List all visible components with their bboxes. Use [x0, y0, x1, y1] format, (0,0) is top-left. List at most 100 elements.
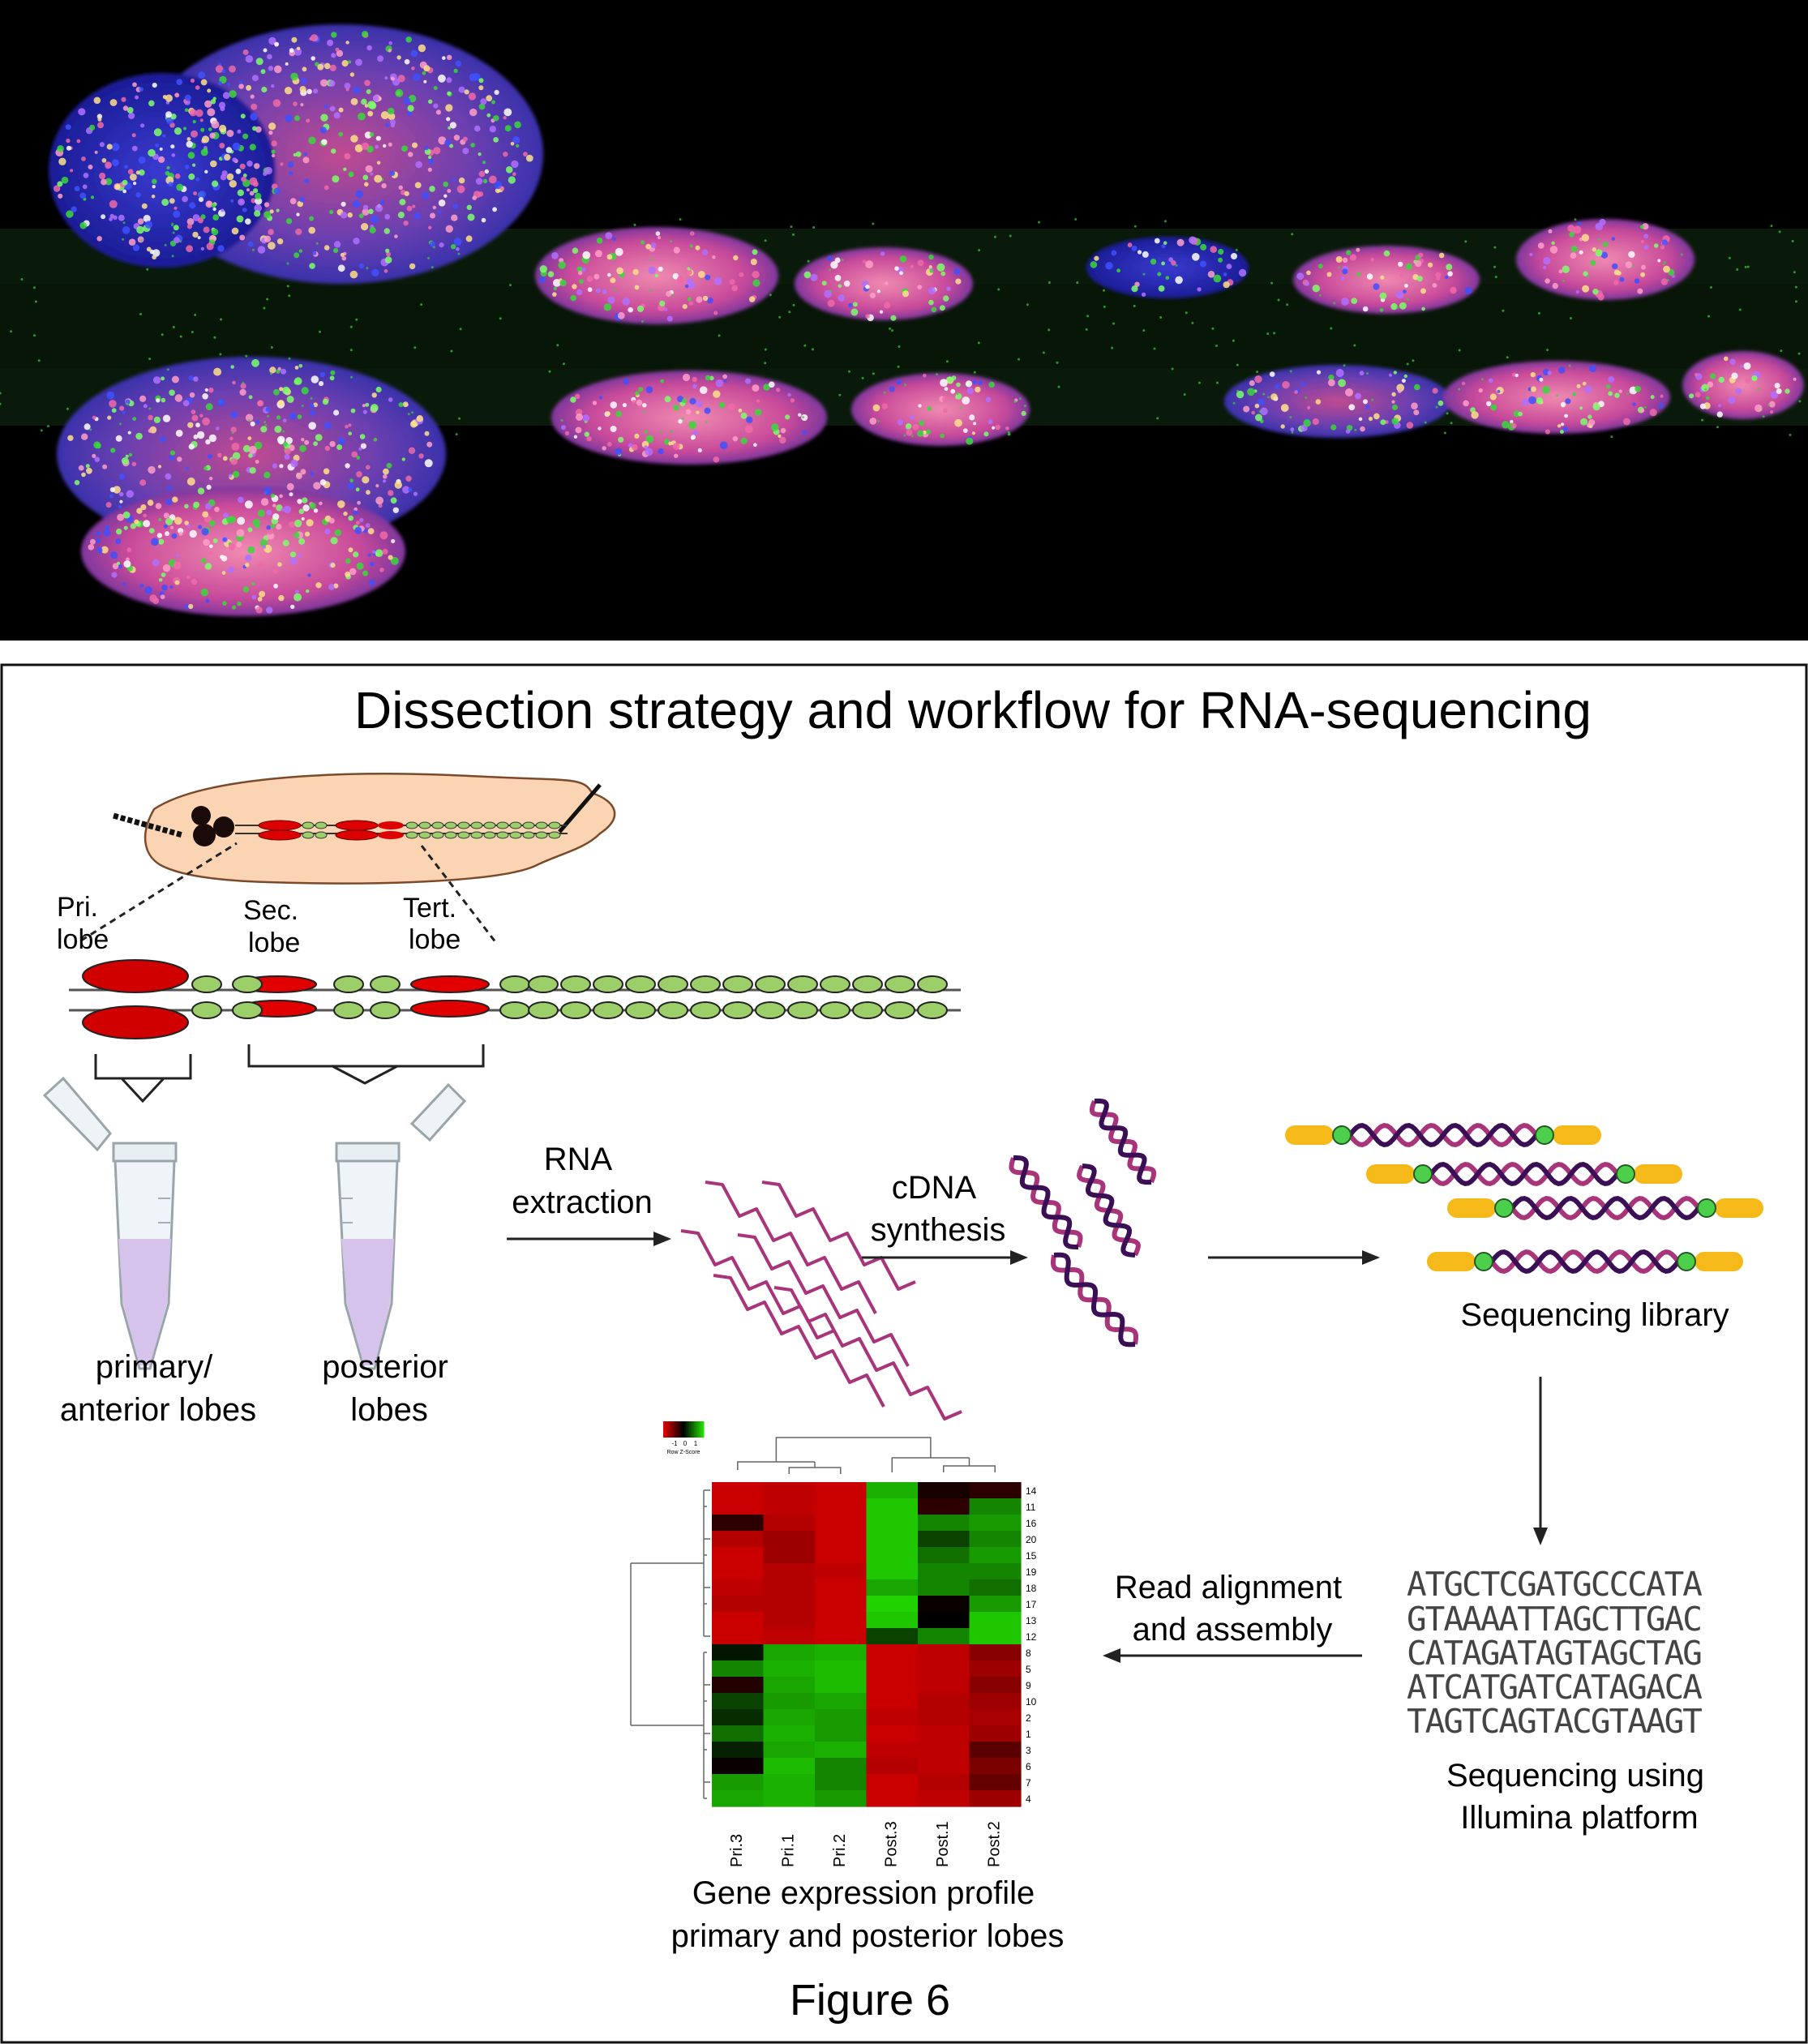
- sequence-reads: ATGCTCGATGCCCATA GTAAAATTAGCTTGAC CATAGA…: [1407, 1565, 1703, 1741]
- heatmap-cell: [815, 1482, 868, 1499]
- heatmap-key-label: Row Z-Score: [667, 1450, 700, 1455]
- heatmap-cell: [918, 1498, 970, 1515]
- heatmap-cell: [763, 1742, 816, 1759]
- heatmap-cell: [763, 1482, 816, 1499]
- heatmap-cell: [712, 1758, 765, 1775]
- heatmap-cell: [815, 1612, 868, 1629]
- heatmap-dendrograms: [630, 1437, 996, 1799]
- heatmap-cell: [969, 1628, 1022, 1645]
- heatmap-cell: [815, 1547, 868, 1564]
- heatmap-cell: [815, 1563, 868, 1580]
- heatmap-cell: [712, 1612, 765, 1629]
- heatmap-cell: [763, 1498, 816, 1515]
- heatmap-cell: [815, 1677, 868, 1694]
- heatmap-key-tick: 0: [683, 1440, 688, 1447]
- heatmap-cell: [712, 1498, 765, 1515]
- larva-illustration: [113, 773, 616, 885]
- arrow-rna-extraction: [507, 1232, 671, 1246]
- tert-lobe-label-2: lobe: [409, 924, 461, 955]
- heatmap-row-label: 2: [1026, 1712, 1031, 1724]
- heatmap-cell: [969, 1596, 1022, 1613]
- heatmap-cell: [866, 1774, 919, 1791]
- cdna-synthesis-label-2: synthesis: [871, 1212, 1006, 1248]
- nuclei-speckles: [0, 31, 1802, 614]
- heatmap-cell: [918, 1790, 970, 1807]
- heatmap-cell: [969, 1498, 1022, 1515]
- heatmap-cell: [712, 1790, 765, 1807]
- rna-extraction-label-1: RNA: [544, 1142, 613, 1177]
- heatmap-row-label: 10: [1026, 1696, 1037, 1708]
- heatmap-cell: [918, 1531, 970, 1548]
- heatmap-column-label: Pri.3: [728, 1834, 746, 1867]
- heatmap-cell: [969, 1790, 1022, 1807]
- heatmap-cell: [712, 1742, 765, 1759]
- sequencing-platform-label-2: Illumina platform: [1460, 1800, 1698, 1836]
- heatmap-cell: [918, 1709, 970, 1726]
- heatmap-row-label: 3: [1026, 1745, 1031, 1756]
- heatmap-cell: [969, 1725, 1022, 1742]
- read-alignment-label-2: and assembly: [1133, 1612, 1333, 1648]
- heatmap-cell: [763, 1563, 816, 1580]
- zoom-line-left: [80, 842, 238, 942]
- heatmap-cell: [969, 1531, 1022, 1548]
- profile-caption-1: Gene expression profile: [692, 1875, 1035, 1911]
- heatmap-cell: [866, 1660, 919, 1678]
- heatmap-cell: [918, 1579, 970, 1596]
- heatmap-column-label: Pri.2: [831, 1834, 849, 1867]
- heatmap-cell: [712, 1547, 765, 1564]
- tube-primary-label-1: primary/: [96, 1349, 213, 1385]
- heatmap-cell: [763, 1579, 816, 1596]
- sequence-read: TAGTCAGTACGTAAGT: [1407, 1702, 1702, 1741]
- panel-border: [0, 663, 1808, 2044]
- heatmap-cell: [763, 1709, 816, 1726]
- pri-lobe-label-2: lobe: [57, 924, 109, 955]
- heatmap-cell: [866, 1758, 919, 1775]
- heatmap-cell: [712, 1515, 765, 1532]
- heatmap-cell: [712, 1725, 765, 1742]
- heatmap-cell: [815, 1644, 868, 1661]
- heatmap-cell: [969, 1709, 1022, 1726]
- heatmap-cell: [866, 1596, 919, 1613]
- heatmap-row-label: 18: [1026, 1583, 1037, 1594]
- tube-posterior-icon: [335, 1082, 467, 1370]
- heatmap-cell: [866, 1628, 919, 1645]
- heatmap-cell: [918, 1677, 970, 1694]
- heatmap-cell: [815, 1531, 868, 1548]
- heatmap-cell: [918, 1612, 970, 1629]
- heatmap-row-label: 8: [1026, 1648, 1031, 1659]
- heatmap-cell: [712, 1482, 765, 1499]
- heatmap-cell: [712, 1596, 765, 1613]
- heatmap-cell: [866, 1612, 919, 1629]
- workflow-panel: Dissection strategy and workflow for RNA…: [0, 663, 1808, 2044]
- heatmap-cell: [918, 1596, 970, 1613]
- heatmap-cell: [918, 1774, 970, 1791]
- heatmap-row-label: 1: [1026, 1729, 1031, 1740]
- heatmap-cell: [969, 1660, 1022, 1678]
- heatmap-row-label: 6: [1026, 1761, 1031, 1772]
- sequence-read: ATCATGATCATAGACA: [1407, 1668, 1702, 1707]
- heatmap-cell: [763, 1790, 816, 1807]
- pri-lobe-label-1: Pri.: [57, 892, 98, 923]
- heatmap-cell: [763, 1612, 816, 1629]
- zoom-line-right: [420, 845, 498, 944]
- heatmap-cell: [763, 1725, 816, 1742]
- heatmap-cell: [969, 1515, 1022, 1532]
- heatmap-cell: [866, 1725, 919, 1742]
- heatmap-row-label: 14: [1026, 1485, 1037, 1497]
- heatmap-cell: [969, 1579, 1022, 1596]
- heatmap-cell: [712, 1644, 765, 1661]
- heatmap-cell: [763, 1628, 816, 1645]
- tube-posterior-label-2: lobes: [350, 1392, 428, 1428]
- heatmap-cell: [969, 1758, 1022, 1775]
- heatmap-cell: [712, 1563, 765, 1580]
- heatmap-row-label: 11: [1026, 1502, 1036, 1513]
- heatmap-cell: [969, 1742, 1022, 1759]
- panel-title: Dissection strategy and workflow for RNA…: [354, 681, 1592, 739]
- heatmap-cell: [815, 1628, 868, 1645]
- rna-strands: [680, 1181, 962, 1421]
- cdna-synthesis-label-1: cDNA: [892, 1170, 977, 1206]
- rna-extraction-label-2: extraction: [512, 1185, 652, 1220]
- heatmap-cell: [763, 1758, 816, 1775]
- heatmap-cell: [763, 1644, 816, 1661]
- heatmap-row-label: 9: [1026, 1680, 1031, 1691]
